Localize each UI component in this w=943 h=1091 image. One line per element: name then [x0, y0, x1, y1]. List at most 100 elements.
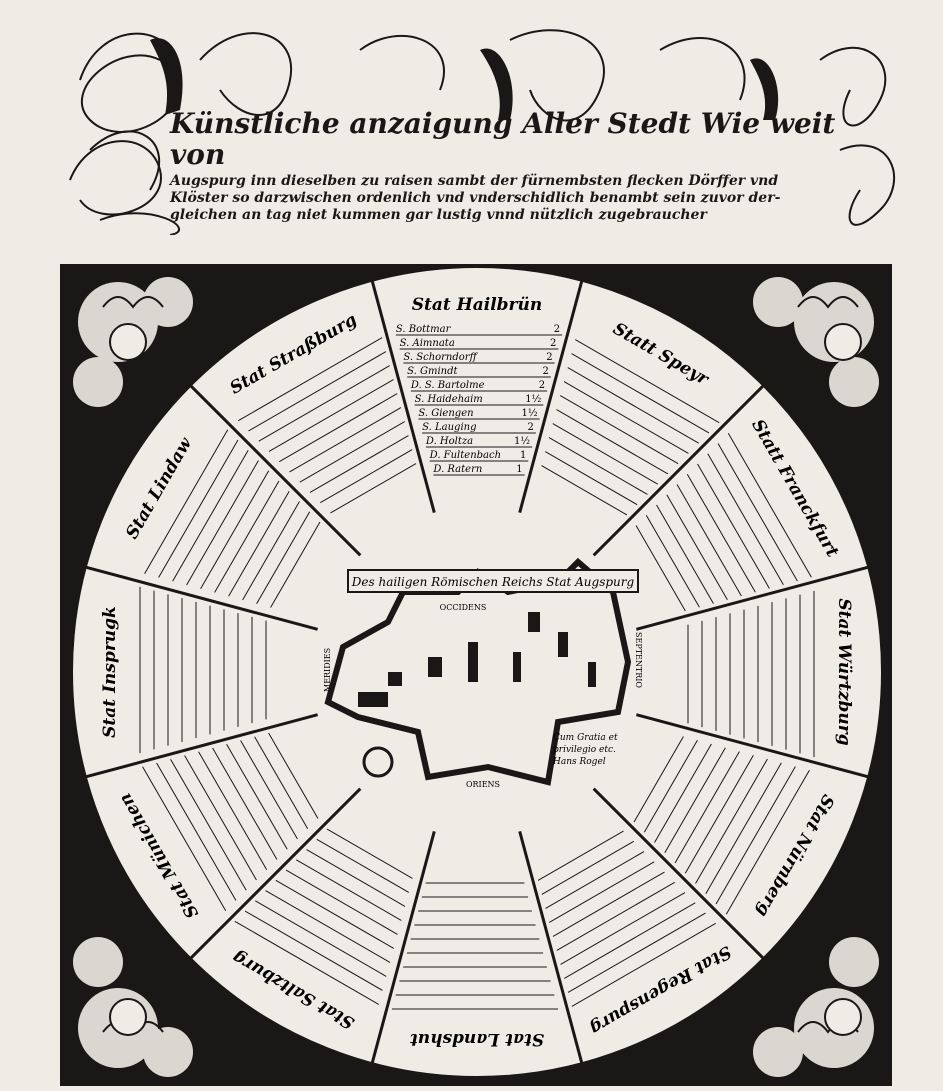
- place-rule: [170, 759, 247, 891]
- segment-9: Stat Insprugk: [100, 586, 267, 754]
- place-rule: [697, 463, 770, 589]
- place-name: D. Fultenbach: [429, 450, 501, 461]
- place-rule: [309, 435, 409, 493]
- place-rule: [316, 838, 409, 893]
- place-rule: [258, 365, 390, 442]
- place-rule: [563, 381, 689, 454]
- place-rule: [567, 367, 699, 444]
- coat-of-arms-icon: [362, 746, 394, 778]
- place-rule: [537, 830, 624, 881]
- wind-head-se: [824, 998, 862, 1036]
- place-rule: [567, 912, 706, 993]
- place-rule: [556, 881, 675, 951]
- place-rule: [684, 755, 754, 874]
- place-rule: [156, 762, 237, 901]
- place-rule: [158, 439, 239, 578]
- place-rule: [242, 501, 300, 601]
- place-distance: 2: [546, 352, 552, 363]
- place-rule: [306, 849, 406, 907]
- privilege-line-1: Cum Gratia et: [553, 733, 618, 743]
- place-rule: [279, 393, 398, 463]
- segment-divider: [370, 830, 436, 1065]
- segment-divider: [592, 383, 766, 557]
- privilege-line-3: Hans Rogel: [552, 757, 606, 767]
- place-rule: [186, 460, 259, 586]
- place-distance: 1: [516, 464, 522, 475]
- compass-label-occidens: OCCIDENS: [440, 603, 487, 612]
- segment-divider: [188, 787, 362, 961]
- place-rule: [548, 437, 648, 495]
- place-rule: [727, 433, 812, 578]
- place-rule: [645, 515, 700, 608]
- place-rule: [330, 463, 417, 514]
- title-line-2: Augspurg inn dieselben zu raisen sambt d…: [170, 173, 779, 189]
- place-rule: [320, 449, 413, 504]
- place-name: S. Haidehaim: [415, 394, 483, 405]
- place-rule: [184, 755, 257, 881]
- place-rule: [707, 453, 784, 585]
- place-name: S. Schorndorff: [403, 352, 478, 363]
- place-rule: [556, 409, 669, 475]
- place-rule: [686, 474, 756, 593]
- place-rule: [270, 521, 321, 608]
- place-rule: [275, 879, 394, 949]
- privilege-line-2: privilegio etc.: [553, 745, 616, 755]
- segment-divider: [592, 787, 766, 961]
- place-rule: [299, 421, 405, 483]
- place-rule: [200, 470, 270, 589]
- segment-divider: [84, 713, 319, 779]
- segment-divider: [518, 279, 584, 514]
- place-rule: [545, 451, 638, 506]
- segment-divider: [188, 383, 362, 557]
- segment-title: Stat Hailbrün: [412, 295, 542, 315]
- title-line-3: Klöster so darzwischen ordenlich vnd vnd…: [170, 190, 781, 206]
- title-cartouche: Künstliche anzaigung Aller Stedt Wie wei…: [60, 20, 900, 235]
- place-rule: [656, 504, 714, 604]
- place-rule: [705, 762, 782, 894]
- place-rule: [326, 828, 413, 879]
- segment-title: Stat Landshut: [410, 1029, 544, 1049]
- place-rule: [244, 910, 383, 991]
- place-name: S. Giengen: [418, 408, 473, 419]
- compass-label-septentrio: SEPTENTRIO: [634, 632, 643, 688]
- place-rule: [234, 920, 379, 1005]
- place-rule: [255, 900, 387, 977]
- segment-divider: [518, 830, 584, 1065]
- segment-6: Stat Landshut: [391, 882, 559, 1049]
- place-rule: [296, 859, 402, 921]
- place-rule: [248, 351, 387, 432]
- place-name: S. Gmindt: [407, 366, 458, 377]
- place-rule: [545, 851, 645, 909]
- place-distance: 2: [550, 338, 556, 349]
- place-rule: [214, 480, 280, 593]
- title-text: Künstliche anzaigung Aller Stedt Wie wei…: [170, 108, 850, 224]
- place-rule: [666, 494, 728, 600]
- place-name: S. Bottmar: [396, 324, 452, 335]
- segment-3: Stat Würtzburg: [687, 590, 854, 758]
- compass-label-oriens: ORIENS: [466, 780, 500, 789]
- place-distance: 1: [520, 450, 526, 461]
- wind-head-ne: [824, 323, 862, 361]
- place-name: D. Ratern: [432, 464, 482, 475]
- place-rule: [541, 465, 628, 516]
- place-rule: [549, 861, 655, 923]
- place-rule: [571, 922, 716, 1007]
- place-rule: [552, 871, 665, 937]
- place-rule: [560, 395, 679, 465]
- segment-divider: [84, 565, 319, 631]
- place-rule: [635, 525, 686, 612]
- place-rule: [268, 379, 394, 452]
- place-name: S. Aimnata: [400, 338, 455, 349]
- segment-title: Stat Würtzburg: [834, 598, 854, 745]
- place-rule: [664, 747, 726, 853]
- place-distance: 1½: [525, 394, 541, 405]
- wind-head-sw: [109, 998, 147, 1036]
- place-rule: [226, 744, 288, 850]
- place-rule: [289, 407, 402, 473]
- title-line-1: Künstliche anzaigung Aller Stedt Wie wei…: [170, 107, 836, 171]
- segment-0: Stat Hailbrün S. Bottmar 2 S. Aimnata 2 S. Sc…: [395, 295, 563, 476]
- place-name: D. Holtza: [425, 436, 473, 447]
- calligraphic-flourish: [69, 29, 896, 235]
- place-rule: [717, 443, 798, 582]
- place-rule: [240, 740, 298, 840]
